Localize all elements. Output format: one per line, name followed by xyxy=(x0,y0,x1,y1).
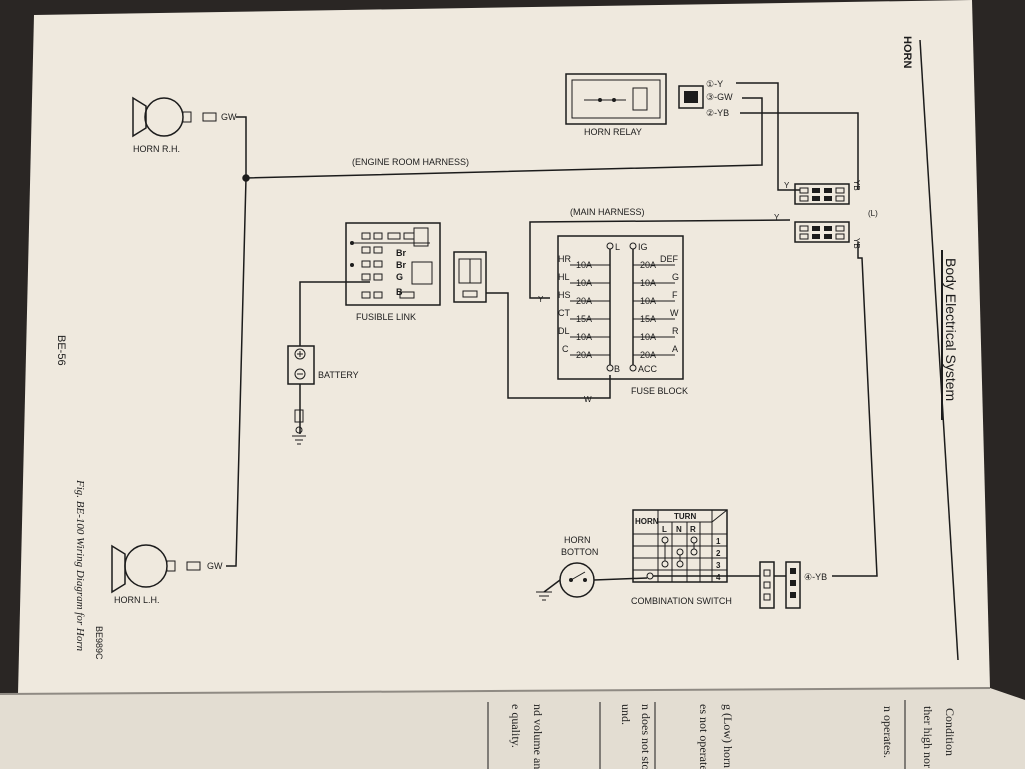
main-harness-label: (MAIN HARNESS) xyxy=(570,207,645,217)
fl-color-2: Br xyxy=(396,260,406,270)
next-page-text-8: nd volume an xyxy=(531,704,545,769)
figure-code: BE989C xyxy=(94,626,104,660)
conn-l-label: (L) xyxy=(868,209,878,218)
fuse-right-label-4: W xyxy=(670,308,679,318)
fuse-left-label-3: HS xyxy=(558,290,571,300)
next-page-text-6: n does not stop xyxy=(639,704,653,769)
next-page-text-2: ther high nor lo xyxy=(921,706,935,769)
fl-color-1: Br xyxy=(396,248,406,258)
conn-lower-y: Y xyxy=(774,213,780,222)
fusible-link-label: FUSIBLE LINK xyxy=(356,312,416,322)
wire-gw-lh: GW xyxy=(207,561,223,571)
fuse-left-label-2: HL xyxy=(558,272,570,282)
horn-button-wiring xyxy=(543,575,786,593)
horn-lh: HORN L.H. GW xyxy=(111,544,223,605)
cs-turn-header: TURN xyxy=(674,512,696,521)
next-page-table-lines xyxy=(487,700,906,769)
fuse-right-label-2: G xyxy=(672,272,679,282)
fuse-right-label-3: F xyxy=(672,290,678,300)
fuse-left-label-6: C xyxy=(562,344,569,354)
cs-col-n: N xyxy=(676,525,682,534)
relay-wiring xyxy=(736,82,859,191)
cs-row-2: 2 xyxy=(716,549,721,558)
harness-connector-lower xyxy=(794,221,850,243)
cs-col-l: L xyxy=(662,525,667,534)
side-title: Body Electrical System xyxy=(943,258,959,401)
comb-pin4: ④-YB xyxy=(804,572,827,582)
fuse-top-right: IG xyxy=(638,242,648,252)
cs-row-3: 3 xyxy=(716,561,721,570)
horn-button-label-2: BOTTON xyxy=(561,547,598,557)
combination-switch-label: COMBINATION SWITCH xyxy=(631,596,732,606)
fuse-block-connector xyxy=(453,251,487,303)
fuse-block-label: FUSE BLOCK xyxy=(631,386,688,396)
relay-pin1: ①-Y xyxy=(706,79,723,89)
fuse-block: L IG B ACC HR HL HS CT DL C 10A 10A 20A … xyxy=(557,235,688,396)
combination-switch: HORN TURN L N R 1 2 3 4 COMBINATION SWIT… xyxy=(631,509,732,606)
next-page-text-5: es not operate. xyxy=(697,704,711,769)
fuse-right-label-6: A xyxy=(672,344,678,354)
margin-rule xyxy=(919,39,959,661)
cs-row-1: 1 xyxy=(716,537,721,546)
figure-caption: Fig. BE-100 Wiring Diagram for Horn xyxy=(74,479,86,652)
fuse-block-y: Y xyxy=(538,295,544,304)
conn-upper-yb: YB xyxy=(852,180,861,191)
fuse-bottom-right: ACC xyxy=(638,364,658,374)
cs-col-r: R xyxy=(690,525,696,534)
horn-relay: HORN RELAY xyxy=(565,73,704,137)
fl-color-3: G xyxy=(396,272,403,282)
engine-room-harness-label: (ENGINE ROOM HARNESS) xyxy=(352,157,469,167)
next-page-text-7: und. xyxy=(619,704,633,725)
harness-connector-upper xyxy=(794,183,850,205)
fusible-link: Br Br G B FUSIBLE LINK xyxy=(345,222,441,322)
fuse-left-label-1: HR xyxy=(558,254,571,264)
fuse-left-label-4: CT xyxy=(558,308,570,318)
conn-lower-yb: YB xyxy=(852,238,861,249)
next-page-text-3: n operates. xyxy=(881,706,895,758)
page-paper xyxy=(18,0,990,694)
wire-gw-rh: GW xyxy=(221,112,237,122)
horn-button-ground xyxy=(536,591,552,601)
horn-rh-label: HORN R.H. xyxy=(133,144,180,154)
fuse-block-w: W xyxy=(584,395,592,404)
page-number: BE-56 xyxy=(55,335,67,366)
cs-horn-header: HORN xyxy=(635,517,659,526)
battery: BATTERY xyxy=(287,345,359,445)
next-page-paper xyxy=(0,688,1025,769)
fuse-top-left: L xyxy=(615,242,620,252)
horn-relay-label: HORN RELAY xyxy=(584,127,642,137)
page-fold xyxy=(0,687,991,695)
battery-label: BATTERY xyxy=(318,370,359,380)
gw-wiring xyxy=(226,97,763,567)
conn-upper-y: Y xyxy=(784,181,790,190)
next-page-text-4: g (Low) horn xyxy=(721,704,735,768)
next-page-text-9: e quality. xyxy=(509,704,523,748)
horn-lh-label: HORN L.H. xyxy=(114,595,160,605)
horn-rh: HORN R.H. GW xyxy=(132,96,237,154)
relay-pin2: ②-YB xyxy=(706,108,729,118)
fuse-bottom-left: B xyxy=(614,364,620,374)
relay-pin3: ③-GW xyxy=(706,92,733,102)
cs-row-4: 4 xyxy=(716,573,721,582)
battery-feed-wiring xyxy=(299,281,611,399)
next-page-text-1: Condition xyxy=(943,708,957,756)
fl-color-4: B xyxy=(396,287,403,297)
horn-button-label-1: HORN xyxy=(564,535,591,545)
main-harness-wiring xyxy=(529,219,878,577)
fuse-right-label-1: DEF xyxy=(660,254,679,264)
fuse-right-label-5: R xyxy=(672,326,679,336)
fuse-left-label-5: DL xyxy=(558,326,570,336)
combination-switch-connectors xyxy=(759,561,801,609)
section-header: HORN xyxy=(901,36,913,68)
